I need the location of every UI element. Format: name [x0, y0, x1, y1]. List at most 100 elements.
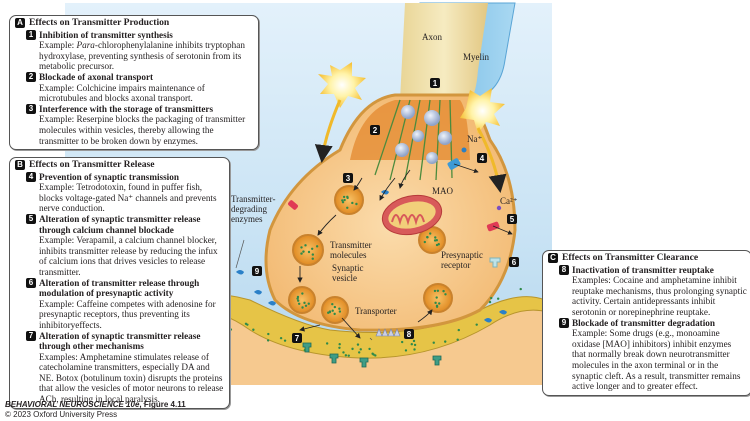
ca-channel-left	[288, 200, 298, 210]
figure-caption: BEHAVIORAL NEUROSCIENCE 10e, Figure 4.11…	[5, 400, 186, 419]
transmitter-dot	[341, 199, 344, 202]
item-example: Example: Reserpine blocks the packaging …	[39, 114, 246, 146]
item-example: Example: Colchicine impairs maintenance …	[39, 82, 205, 104]
transmitter-dot	[433, 289, 437, 293]
transmitter-dot	[311, 253, 315, 256]
sodium-label: Na⁺	[467, 134, 483, 144]
transmitter-dot	[344, 354, 348, 357]
marker-1: 1	[430, 78, 440, 88]
action-potential-flash	[318, 62, 366, 108]
transmitter-dot	[303, 301, 306, 305]
transmitter-dot	[519, 287, 522, 291]
item-number: 2	[26, 72, 36, 83]
transmitter-dot	[304, 304, 308, 307]
panel-a-title: Effects on Transmitter Production	[29, 17, 170, 28]
item-number: 5	[26, 214, 36, 225]
postsynaptic-receptors	[302, 342, 442, 368]
item-title: Blockade of transmitter degradation	[572, 317, 715, 328]
item-example: Example: Tetrodotoxin, found in puffer f…	[39, 182, 217, 214]
item-number: 6	[26, 278, 36, 289]
transmitter-dot	[368, 347, 371, 351]
transmitter-dot	[327, 311, 330, 314]
transmitter-dot	[310, 247, 314, 251]
transmitter-dot	[296, 295, 300, 299]
transmitter-dot	[357, 351, 361, 354]
transmitter-dot	[333, 305, 337, 309]
marker-7: 7	[292, 333, 302, 343]
synaptic-vesicle-label: Synaptic vesicle	[332, 263, 364, 283]
mao-label: MAO	[432, 186, 454, 196]
transmitter-dot	[435, 243, 439, 247]
item-example: Examples: Cocaine and amphetamine inhibi…	[572, 275, 747, 317]
transmitter-dot	[267, 332, 270, 336]
transmitter-dot	[433, 239, 437, 242]
transmitter-dot	[296, 299, 300, 302]
transmitter-dot	[444, 293, 447, 296]
item-example: Examples: Amphetamine stimulates release…	[39, 351, 224, 405]
transmitter-dot	[343, 198, 346, 202]
transmitter-dot	[266, 339, 270, 342]
marker-2: 2	[370, 125, 380, 135]
transmitter-dot	[351, 201, 354, 205]
item-title: Alteration of transmitter release throug…	[39, 277, 200, 299]
transmitter-dot	[338, 346, 341, 350]
transmitter-dot	[301, 306, 304, 309]
transmitter-dot	[331, 302, 334, 306]
enzymes	[236, 190, 507, 323]
transmitter-dot	[325, 342, 329, 345]
transmitter-dot	[346, 206, 349, 209]
transmitter-dot	[435, 305, 439, 308]
transporters	[375, 328, 401, 337]
calcium-label: Ca²⁺	[500, 196, 518, 206]
transmitter-dot	[307, 250, 311, 254]
caption-title: BEHAVIORAL NEUROSCIENCE 10e, Figure 4.11	[5, 400, 186, 409]
item-example: Example: Caffeine competes with adenosin…	[39, 298, 216, 330]
transmitter-dot	[456, 338, 459, 341]
transmitter-dot	[279, 336, 283, 340]
item-title: Alteration of synaptic transmitter relea…	[39, 330, 201, 352]
transport-vesicles	[395, 105, 452, 164]
transmitter-dot	[434, 236, 437, 239]
transmitter-dot	[429, 232, 432, 235]
transmitter-dot	[338, 310, 342, 313]
marker-4: 4	[477, 153, 487, 163]
transmitter-dot	[302, 250, 305, 253]
item-number: 9	[559, 318, 569, 329]
transmitter-dot	[333, 312, 336, 316]
transmitter-dot	[297, 302, 301, 305]
transmitter-dot	[434, 301, 437, 305]
transmitter-dot	[426, 235, 429, 239]
transmitter-dot	[400, 340, 404, 344]
transmitter-dot	[300, 246, 303, 249]
item-title: Interference with the storage of transmi…	[39, 103, 214, 114]
transmitter-dot	[229, 328, 233, 331]
transmitter-dot	[303, 348, 307, 352]
transmitter-molecules-label: Transmitter molecules	[330, 240, 372, 260]
item-title: Inhibition of transmitter synthesis	[39, 29, 173, 40]
marker-3: 3	[343, 173, 353, 183]
item-number: 1	[26, 30, 36, 41]
item-title: Alteration of synaptic transmitter relea…	[39, 213, 201, 235]
myelin-label: Myelin	[463, 52, 489, 62]
transmitter-dot	[436, 289, 440, 292]
presynaptic-receptor-shape	[489, 257, 501, 268]
marker-5: 5	[507, 214, 517, 224]
item-example: Example: Para-chlorophenylalanine inhibi…	[39, 40, 245, 72]
transmitter-dot	[301, 292, 304, 295]
transmitter-dot	[341, 201, 345, 204]
transmitter-dot	[346, 195, 349, 199]
transmitter-dot	[338, 343, 341, 346]
item-number: 7	[26, 331, 36, 341]
marker-9: 9	[252, 266, 262, 276]
transmitter-dot	[374, 354, 377, 357]
transmitter-dot	[331, 309, 334, 312]
transmitter-dot	[355, 202, 358, 206]
mitochondrion	[381, 194, 443, 236]
transmitter-dot	[442, 289, 445, 293]
postsynaptic-cell	[160, 291, 552, 385]
transmitter-dot	[490, 296, 493, 300]
